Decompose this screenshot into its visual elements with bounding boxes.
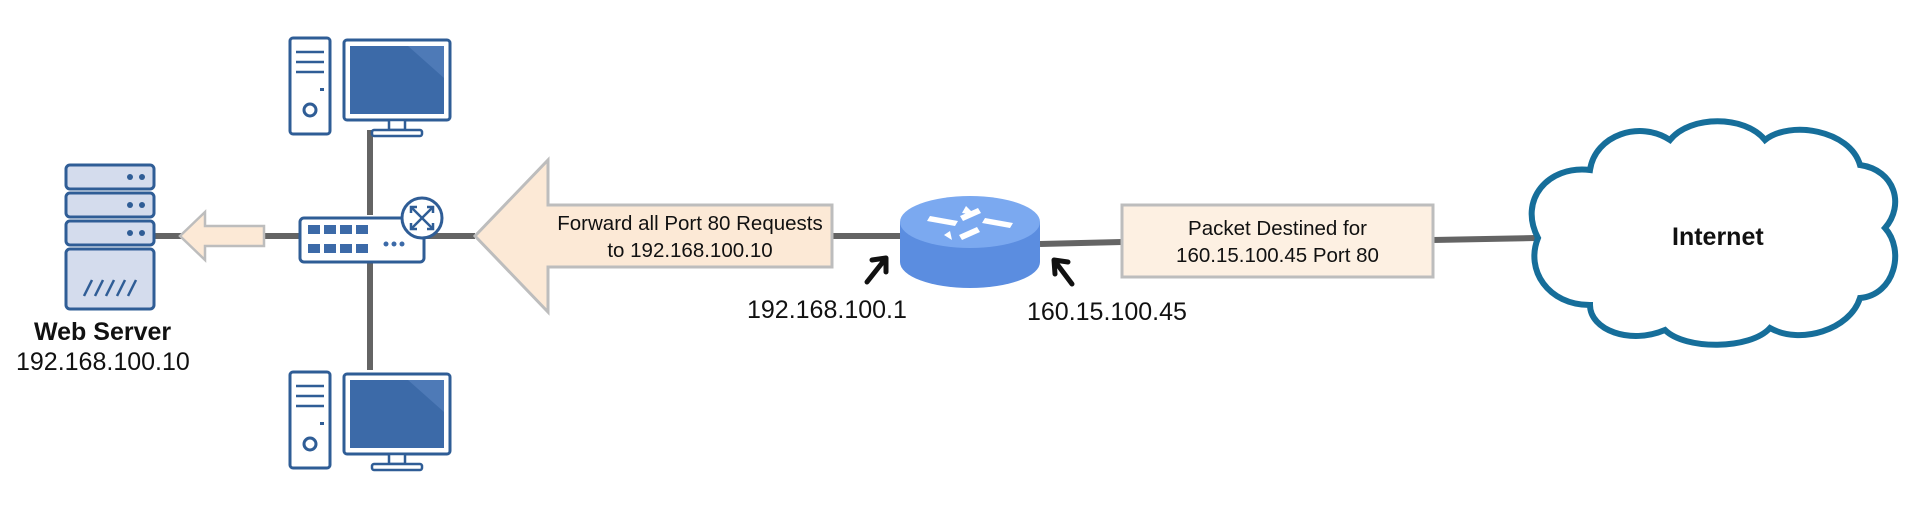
web-server-ip: 192.168.100.10 (16, 348, 190, 376)
computer-icon (288, 36, 452, 138)
packet-box-text: Packet Destined for 160.15.100.45 Port 8… (1122, 215, 1433, 269)
router-inside-ip: 192.168.100.1 (747, 296, 907, 324)
router-icon (900, 196, 1040, 288)
forward-arrow-text: Forward all Port 80 Requests to 192.168.… (548, 210, 832, 264)
router-outside-ip: 160.15.100.45 (1027, 298, 1187, 326)
forward-arrow-line2: to 192.168.100.10 (607, 239, 773, 262)
pointer-arrow-icon (1051, 257, 1075, 287)
internet-label: Internet (1672, 223, 1764, 251)
forward-arrow (472, 156, 834, 316)
computer-icon (288, 370, 452, 472)
return-arrow (178, 209, 266, 263)
switch-icon (298, 196, 444, 264)
cloud-icon (1528, 118, 1899, 348)
packet-box-line1: Packet Destined for (1188, 217, 1367, 240)
packet-internet-link (1432, 235, 1536, 243)
forward-arrow-line1: Forward all Port 80 Requests (557, 212, 823, 235)
pointer-arrow-icon (864, 255, 889, 285)
packet-box (1120, 203, 1435, 279)
web-server-title: Web Server (34, 318, 172, 346)
router-packet-link (1039, 239, 1123, 247)
server-icon (64, 163, 156, 311)
packet-box-line2: 160.15.100.45 Port 80 (1176, 244, 1379, 267)
